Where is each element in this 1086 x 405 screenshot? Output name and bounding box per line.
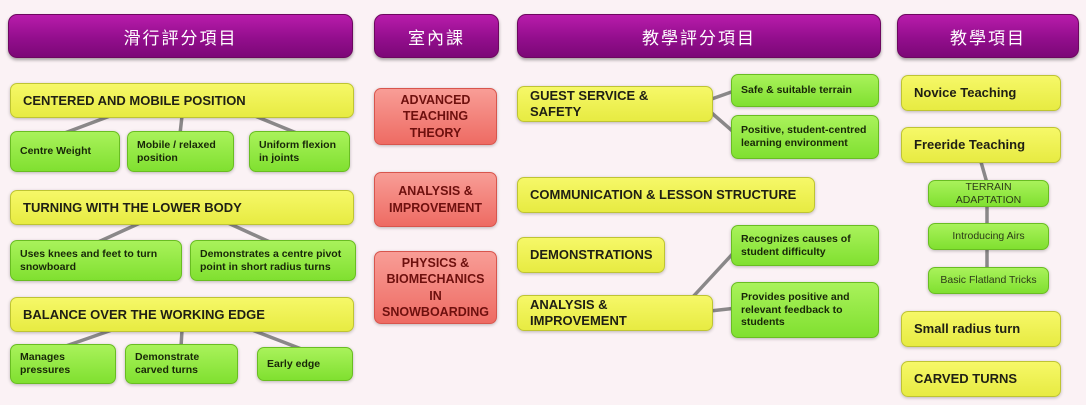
topic-analysis-improvement[interactable]: ANALYSIS & IMPROVEMENT — [517, 295, 713, 331]
topic-carved-turns[interactable]: CARVED TURNS — [901, 361, 1061, 397]
node-demonstrate-carved-turns[interactable]: Demonstrate carved turns — [125, 344, 238, 384]
topic-freeride-teaching[interactable]: Freeride Teaching — [901, 127, 1061, 163]
node-mobile-relaxed-position[interactable]: Mobile / relaxed position — [127, 131, 234, 172]
node-basic-flatland-tricks[interactable]: Basic Flatland Tricks — [928, 267, 1049, 294]
node-advanced-teaching-theory[interactable]: ADVANCED TEACHING THEORY — [374, 88, 497, 145]
node-safe-suitable-terrain[interactable]: Safe & suitable terrain — [731, 74, 879, 107]
node-knees-feet-turn-snowboard[interactable]: Uses knees and feet to turn snowboard — [10, 240, 182, 281]
node-student-centred-environment[interactable]: Positive, student-centred learning envir… — [731, 115, 879, 159]
topic-communication-lesson-structure[interactable]: COMMUNICATION & LESSON STRUCTURE — [517, 177, 815, 213]
node-analysis-improvement-indoor[interactable]: ANALYSIS & IMPROVEMENT — [374, 172, 497, 227]
topic-centered-and-mobile-position[interactable]: CENTERED AND MOBILE POSITION — [10, 83, 354, 118]
topic-guest-service-safety[interactable]: GUEST SERVICE & SAFETY — [517, 86, 713, 122]
topic-small-radius-turn[interactable]: Small radius turn — [901, 311, 1061, 347]
column-header-teaching-items[interactable]: 教學項目 — [897, 14, 1079, 58]
node-centre-pivot-short-radius[interactable]: Demonstrates a centre pivot point in sho… — [190, 240, 356, 281]
node-uniform-flexion-joints[interactable]: Uniform flexion in joints — [249, 131, 350, 172]
node-physics-biomechanics[interactable]: PHYSICS & BIOMECHANICS IN SNOWBOARDING — [374, 251, 497, 324]
node-centre-weight[interactable]: Centre Weight — [10, 131, 120, 172]
column-header-indoor-lessons[interactable]: 室內課 — [374, 14, 499, 58]
node-positive-relevant-feedback[interactable]: Provides positive and relevant feedback … — [731, 282, 879, 338]
node-manages-pressures[interactable]: Manages pressures — [10, 344, 116, 384]
column-header-riding-scoring[interactable]: 滑行評分項目 — [8, 14, 353, 58]
topic-novice-teaching[interactable]: Novice Teaching — [901, 75, 1061, 111]
topic-turning-with-lower-body[interactable]: TURNING WITH THE LOWER BODY — [10, 190, 354, 225]
topic-demonstrations[interactable]: DEMONSTRATIONS — [517, 237, 665, 273]
node-introducing-airs[interactable]: Introducing Airs — [928, 223, 1049, 250]
node-recognizes-student-difficulty[interactable]: Recognizes causes of student difficulty — [731, 225, 879, 266]
topic-balance-over-working-edge[interactable]: BALANCE OVER THE WORKING EDGE — [10, 297, 354, 332]
node-terrain-adaptation[interactable]: TERRAIN ADAPTATION — [928, 180, 1049, 207]
column-header-teaching-scoring[interactable]: 教學評分項目 — [517, 14, 881, 58]
node-early-edge[interactable]: Early edge — [257, 347, 353, 381]
